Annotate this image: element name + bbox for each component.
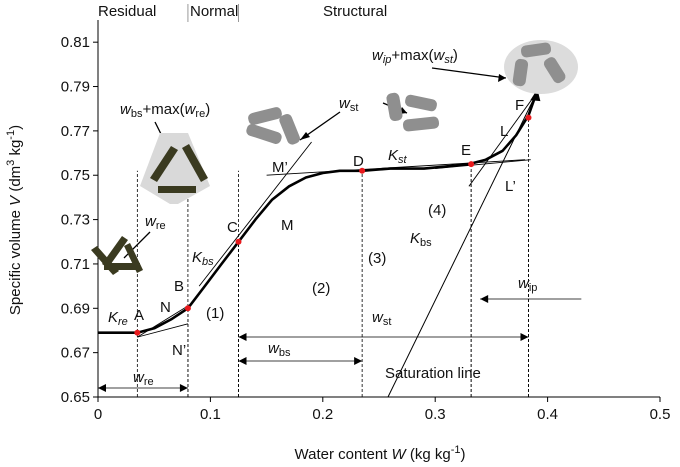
slope-label-kre: Kre: [108, 309, 128, 328]
x-tick-label: 0: [94, 406, 102, 423]
interval-label-wst: wst: [372, 309, 391, 328]
y-axis-label: Specific volume V (dm3 kg-1): [5, 125, 24, 315]
svg-text:wre: wre: [145, 213, 166, 232]
tangent-line: [468, 92, 537, 187]
y-tick-label: 0.81: [61, 34, 90, 51]
curve-point-f: [525, 114, 532, 121]
axes: [97, 4, 660, 398]
aggregate-wip-diagram: wip+max(wst): [372, 40, 578, 94]
slope-label-kst: Kst: [388, 147, 408, 166]
zone-residual: Residual: [98, 3, 156, 20]
tangent-line: [137, 323, 189, 338]
point-label-e: E: [461, 142, 471, 159]
curve-point-a: [134, 329, 141, 336]
zone-structural: Structural: [323, 3, 387, 20]
x-tick-label: 0.5: [650, 406, 671, 423]
curve-point-d: [359, 167, 366, 174]
construction-label-n: N: [160, 299, 171, 316]
dashed-verticals: [136, 117, 529, 397]
point-label-d: D: [353, 153, 364, 170]
interval-label-wip: wip: [518, 275, 537, 294]
region-label-1: (1): [206, 305, 224, 322]
y-tick-label: 0.69: [61, 300, 90, 317]
tangent-line: [198, 141, 312, 287]
x-tick-label: 0.1: [200, 406, 221, 423]
aggregate-wbs-diagram: wbs+max(wre): [120, 101, 210, 204]
aggregate-wst-diagram-1: [246, 107, 341, 145]
region-label-2: (2): [312, 280, 330, 297]
curve-point-b: [184, 305, 191, 312]
svg-text:wip+max(wst): wip+max(wst): [372, 47, 458, 66]
construction-label-m-prime: M’: [272, 159, 288, 176]
point-label-a: A: [134, 307, 144, 324]
point-label-f: F: [515, 97, 524, 114]
slope-label-kbs-2: Kbs: [410, 230, 432, 249]
arrow-head: [179, 384, 188, 392]
aggregate-wre-diagram: wre: [91, 213, 166, 275]
x-tick-label: 0.4: [537, 406, 558, 423]
y-tick-label: 0.73: [61, 212, 90, 229]
construction-label-m: M: [281, 217, 294, 234]
saturation-line-label: Saturation line: [385, 365, 481, 382]
y-tick-label: 0.65: [61, 389, 90, 406]
y-tick-label: 0.67: [61, 345, 90, 362]
curve-point-e: [468, 161, 475, 168]
region-label-3: (3): [368, 250, 386, 267]
arrow-head: [520, 333, 529, 341]
region-label-4: (4): [428, 202, 446, 219]
point-label-b: B: [174, 278, 184, 295]
arrow-head: [238, 357, 247, 365]
x-tick-label: 0.2: [312, 406, 333, 423]
aggregate-wst-diagram-2: wst: [339, 92, 440, 132]
x-axis-label: Water content W (kg kg-1): [295, 444, 466, 463]
zone-normal: Normal: [190, 3, 238, 20]
y-tick-label: 0.75: [61, 167, 90, 184]
y-ticks: 0.65 0.67 0.69 0.71 0.73 0.75 0.77 0.79 0.81: [61, 34, 98, 406]
svg-text:wst: wst: [339, 95, 358, 114]
arrow-head: [354, 357, 363, 365]
arrow-head: [480, 295, 489, 303]
x-tick-label: 0.3: [425, 406, 446, 423]
interval-arrows: [98, 295, 582, 392]
shrinkage-curve: [98, 92, 538, 334]
arrow-head: [98, 384, 106, 392]
interval-label-wre: wre: [133, 369, 154, 388]
y-tick-label: 0.79: [61, 79, 90, 96]
construction-label-l: L: [500, 123, 508, 140]
curve-point-c: [235, 238, 242, 245]
y-tick-label: 0.77: [61, 123, 90, 140]
construction-label-l-prime: L’: [505, 178, 516, 195]
x-ticks: 0 0.1 0.2 0.3 0.4 0.5: [94, 397, 671, 423]
slope-label-kbs-1: Kbs: [192, 249, 214, 268]
construction-label-n-prime: N’: [172, 342, 186, 359]
arrow-head: [238, 333, 247, 341]
interval-label-wbs: wbs: [268, 340, 291, 359]
y-tick-label: 0.71: [61, 256, 90, 273]
curve-points: [134, 114, 532, 336]
point-label-c: C: [227, 219, 238, 236]
svg-text:wbs+max(wre): wbs+max(wre): [120, 101, 210, 120]
